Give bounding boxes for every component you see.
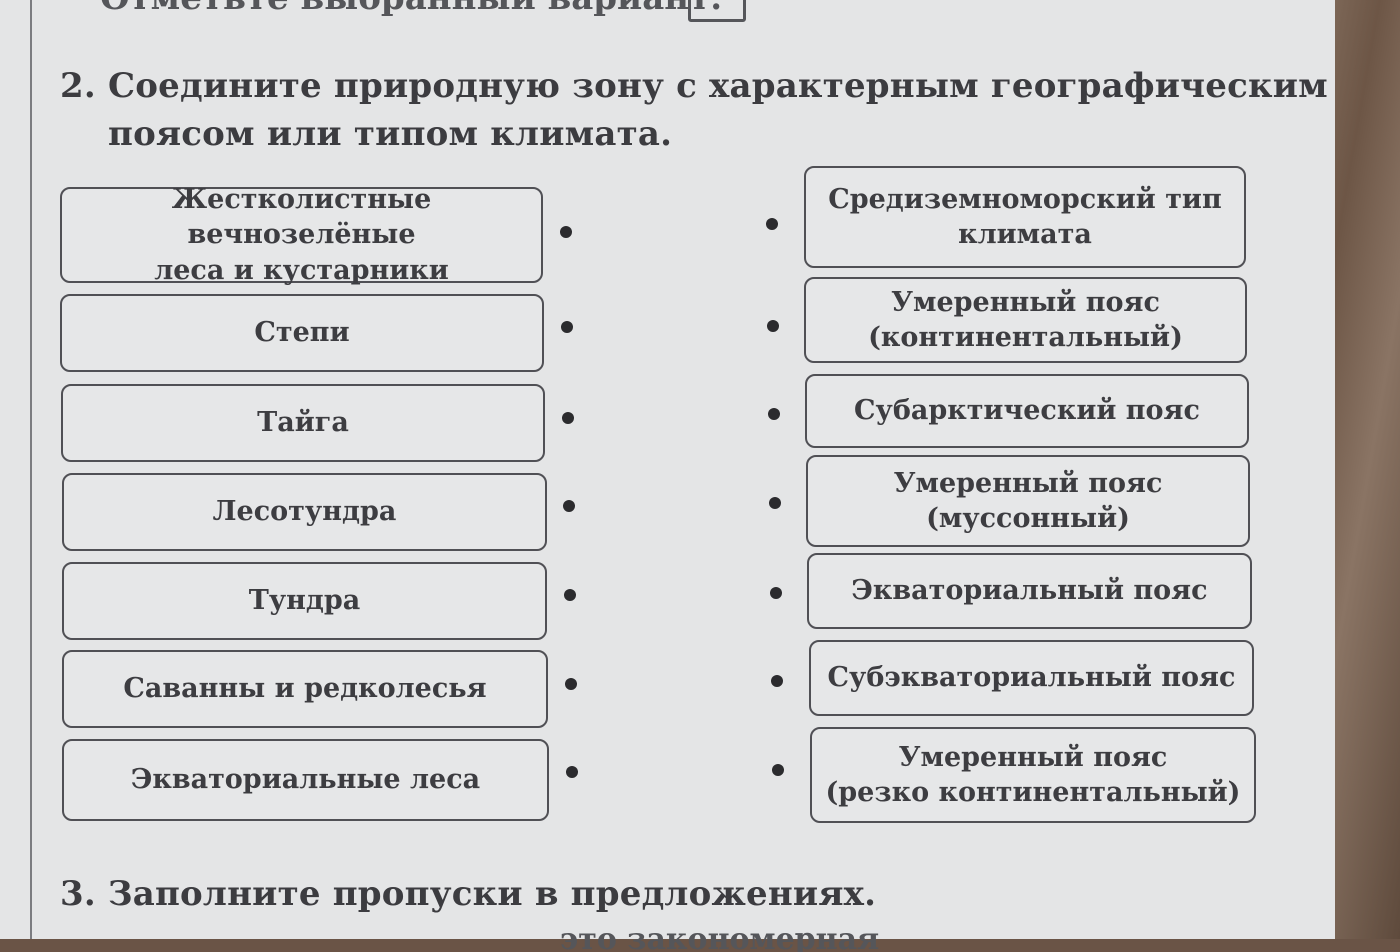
right-item-3[interactable]: Субарктический пояс — [805, 374, 1249, 448]
left-dot-1[interactable] — [560, 226, 572, 238]
left-dot-5[interactable] — [564, 589, 576, 601]
task3-cut-line: это закономерная — [560, 922, 880, 952]
left-item-3-label: Тайга — [257, 407, 349, 439]
right-item-4-line1: Умеренный пояс — [893, 467, 1163, 499]
left-item-7-label: Экваториальные леса — [130, 764, 481, 796]
right-item-4[interactable]: Умеренный пояс (муссонный) — [806, 455, 1250, 547]
right-dot-6[interactable] — [771, 675, 783, 687]
left-dot-3[interactable] — [562, 412, 574, 424]
left-item-6[interactable]: Саванны и редколесья — [62, 650, 548, 728]
right-dot-5[interactable] — [770, 587, 782, 599]
task2-title-line2: поясом или типом климата. — [108, 114, 673, 154]
right-item-4-line2: (муссонный) — [926, 503, 1130, 534]
right-dot-1[interactable] — [766, 218, 778, 230]
right-item-5-label: Экваториальный пояс — [851, 575, 1208, 607]
right-item-2-line1: Умеренный пояс — [891, 286, 1160, 318]
task2-title-line1: Соедините природную зону с характерным г… — [108, 66, 1328, 106]
left-item-3[interactable]: Тайга — [61, 384, 545, 462]
right-item-1-line1: Средиземноморский тип — [828, 183, 1222, 215]
right-item-3-label: Субарктический пояс — [854, 395, 1200, 427]
right-item-6-label: Субэкваториальный пояс — [827, 662, 1236, 694]
right-item-7-line1: Умеренный пояс — [898, 741, 1168, 773]
right-item-5[interactable]: Экваториальный пояс — [807, 553, 1252, 629]
answer-box[interactable] — [688, 0, 746, 22]
worksheet-page: Отметьте выбранный вариант. 2. Соедините… — [0, 0, 1335, 952]
header-fragment: Отметьте выбранный вариант. — [100, 0, 722, 18]
left-item-1-line2: леса и кустарники — [154, 254, 449, 286]
left-item-2-label: Степи — [254, 317, 350, 349]
left-item-5[interactable]: Тундра — [62, 562, 547, 640]
left-dot-2[interactable] — [561, 321, 573, 333]
left-dot-4[interactable] — [563, 500, 575, 512]
right-item-1-line2: климата — [958, 219, 1092, 250]
left-item-4[interactable]: Лесотундра — [62, 473, 547, 551]
task2-number: 2. — [60, 66, 96, 106]
left-item-7[interactable]: Экваториальные леса — [62, 739, 549, 821]
task3-title: Заполните пропуски в предложениях. — [108, 874, 877, 914]
right-item-2[interactable]: Умеренный пояс (континентальный) — [804, 277, 1247, 363]
left-item-2[interactable]: Степи — [60, 294, 544, 372]
left-dot-7[interactable] — [566, 766, 578, 778]
task3-number: 3. — [60, 874, 96, 914]
right-dot-4[interactable] — [769, 497, 781, 509]
right-dot-2[interactable] — [767, 320, 779, 332]
left-item-5-label: Тундра — [248, 585, 361, 617]
right-item-1[interactable]: Средиземноморский тип климата — [804, 166, 1246, 268]
left-dot-6[interactable] — [565, 678, 577, 690]
right-item-6[interactable]: Субэкваториальный пояс — [809, 640, 1254, 716]
right-item-7-line2: (резко континентальный) — [825, 777, 1241, 808]
left-item-4-label: Лесотундра — [212, 496, 397, 528]
left-item-6-label: Саванны и редколесья — [123, 673, 487, 705]
right-dot-7[interactable] — [772, 764, 784, 776]
right-dot-3[interactable] — [768, 408, 780, 420]
page-margin-line — [30, 0, 32, 939]
left-item-1-line1: Жестколистные вечнозелёные — [171, 184, 432, 251]
right-item-7[interactable]: Умеренный пояс (резко континентальный) — [810, 727, 1256, 823]
right-item-2-line2: (континентальный) — [868, 322, 1183, 353]
